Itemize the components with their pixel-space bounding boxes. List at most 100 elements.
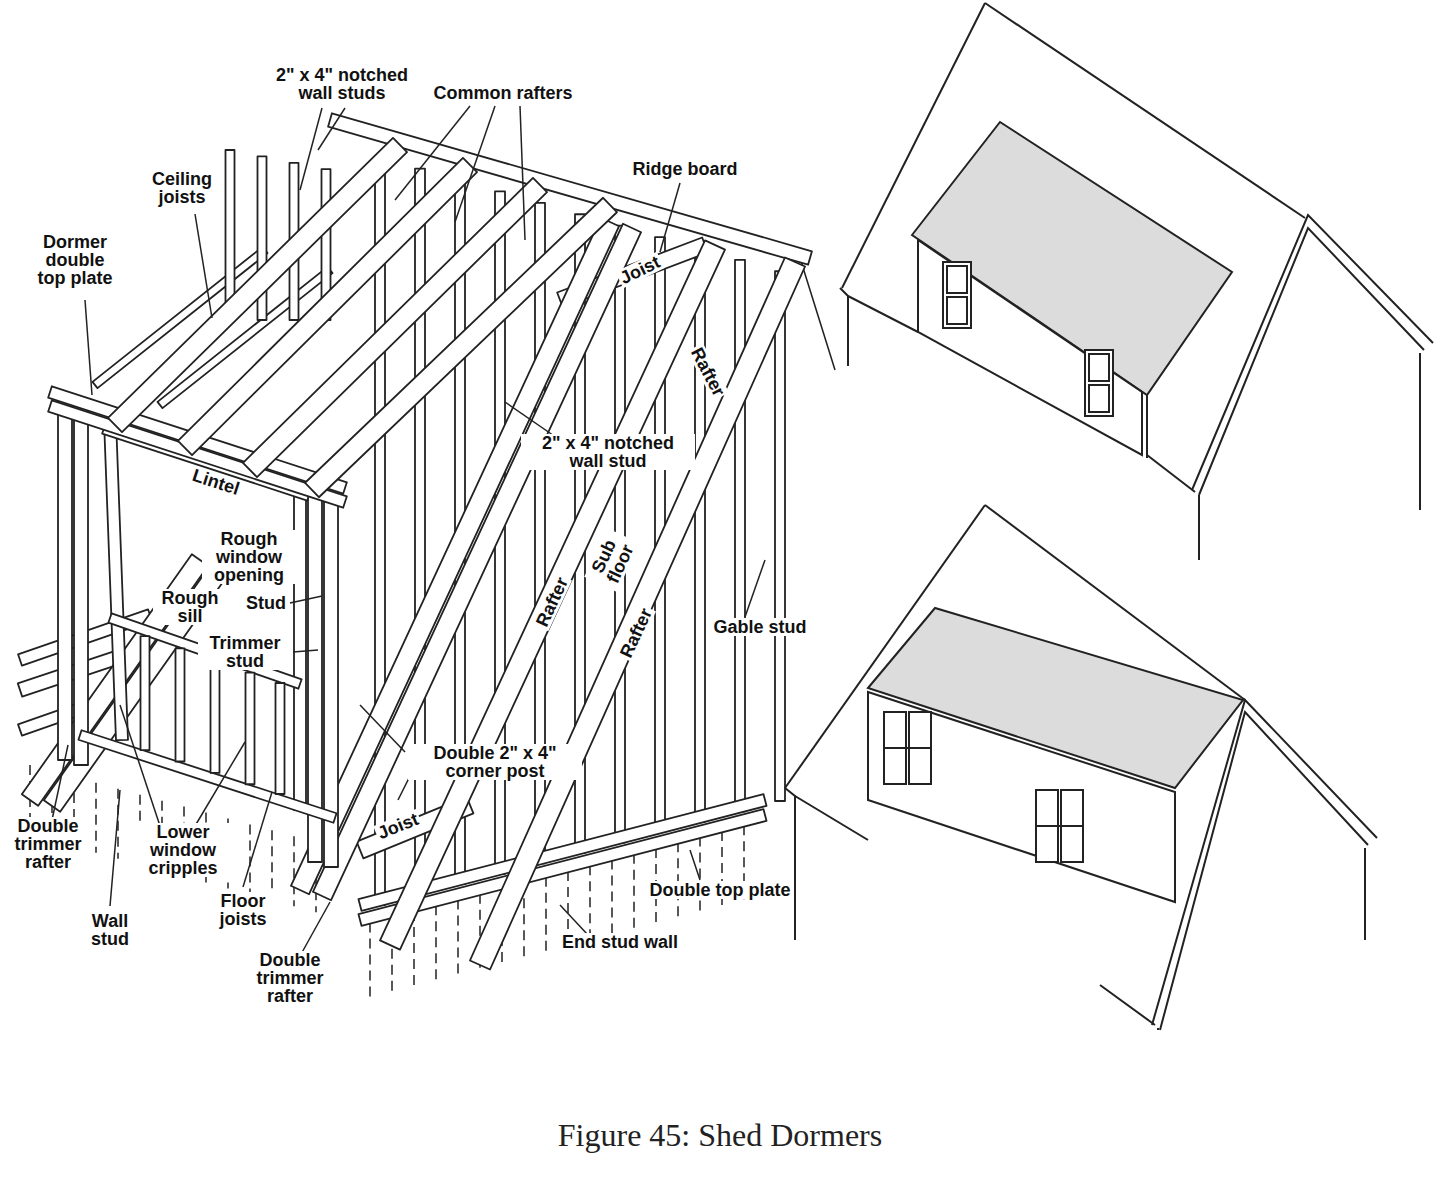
leader-line: [660, 183, 680, 252]
leader-line: [745, 560, 765, 617]
leader-line: [195, 214, 212, 318]
window-cripple: [246, 673, 255, 785]
part-label: Joist: [615, 252, 664, 288]
wall-stud: [415, 169, 425, 895]
house-wall: [785, 788, 795, 940]
gable-edge: [800, 258, 835, 370]
window-cripple: [176, 648, 185, 761]
gable: [1152, 700, 1377, 1025]
trimmer-stud: [104, 420, 128, 740]
part-label: Rough sill: [153, 589, 227, 625]
house-wall: [1419, 353, 1421, 510]
leader-line: [120, 705, 160, 826]
leader-line: [85, 300, 92, 395]
lower-wall-stud: [435, 905, 437, 980]
leader-line: [455, 106, 495, 222]
lower-wall-stud: [249, 824, 251, 894]
lower-wall-stud: [633, 854, 635, 929]
leader-line: [690, 850, 700, 880]
leader-line: [395, 106, 470, 200]
lower-wall-stud: [699, 837, 701, 912]
leader-line: [318, 108, 345, 150]
gable: [1192, 215, 1433, 490]
house-sketches: [785, 3, 1433, 1030]
window-pane: [947, 297, 967, 324]
part-label: Floor joists: [206, 892, 280, 928]
lower-wall-stud: [271, 830, 273, 900]
house-wall: [1198, 495, 1200, 560]
part-label: Double trimmer rafter: [248, 951, 332, 1005]
roof-eave: [1100, 985, 1155, 1025]
part-label: Rafter: [616, 604, 656, 662]
lower-wall-stud: [545, 877, 547, 952]
lower-wall-stud: [95, 783, 97, 853]
window-pane: [947, 266, 967, 293]
lower-wall-stud: [589, 865, 591, 940]
lower-wall-stud: [293, 836, 295, 906]
part-label: Gable stud: [711, 618, 808, 636]
roof-eave: [848, 296, 918, 332]
rafter: [380, 240, 725, 949]
part-label: Dormer double top plate: [28, 233, 122, 287]
lower-wall-stud: [677, 842, 679, 917]
window-cripple: [276, 683, 285, 794]
rafter: [470, 258, 805, 970]
part-label: Lower window cripples: [136, 823, 230, 877]
leader-line: [560, 905, 588, 935]
wall-stud: [735, 260, 745, 812]
house-wall: [1364, 848, 1366, 940]
leader-line: [52, 745, 68, 820]
part-label: Lintel: [188, 465, 243, 498]
part-label: Stud: [244, 594, 288, 612]
leader-line: [243, 792, 272, 887]
window-pane: [1036, 825, 1083, 827]
dormer-front: [868, 692, 1175, 902]
house-wall: [840, 288, 848, 366]
part-label: Trimmer stud: [198, 634, 292, 670]
part-label: Wall stud: [78, 912, 142, 948]
house-wall: [1157, 1028, 1159, 1030]
corner-post: [58, 400, 72, 760]
part-label: Double trimmer rafter: [6, 817, 90, 871]
part-label: Rough window opening: [202, 530, 296, 584]
figure-caption: Figure 45: Shed Dormers: [558, 1117, 882, 1154]
dormer-framing: [18, 113, 835, 997]
part-label: 2" x 4" notched wall studs: [263, 66, 422, 102]
wall-stud: [695, 248, 705, 821]
corner-post: [74, 405, 88, 765]
part-label: 2" x 4" notched wall stud: [521, 434, 695, 470]
common-rafter: [243, 178, 547, 477]
dormer-cheek: [1146, 395, 1148, 458]
wall-stud: [775, 271, 785, 801]
leader-line: [290, 596, 322, 603]
leader-line: [300, 902, 330, 956]
window-cripple: [141, 636, 150, 750]
leader-lines: [52, 106, 765, 956]
leader-line: [110, 790, 120, 906]
window-cripple: [211, 660, 220, 772]
lower-wall-stud: [457, 900, 459, 975]
dormer-front: [918, 240, 1142, 455]
lower-wall-stud: [611, 859, 613, 934]
window: [943, 262, 971, 328]
gable: [1160, 712, 1368, 1030]
part-label: Common rafters: [431, 84, 574, 102]
window-pane: [1089, 354, 1109, 381]
window-pane: [884, 747, 931, 749]
roof-eave: [795, 796, 868, 840]
part-label: Ridge board: [630, 160, 739, 178]
part-label: Sub floor: [584, 528, 639, 592]
leader-line: [293, 650, 318, 652]
part-label: Double 2" x 4" corner post: [408, 744, 582, 780]
part-label: Rafter: [687, 343, 729, 401]
part-label: Double top plate: [648, 881, 793, 899]
part-label: Rafter: [532, 573, 572, 631]
gable: [1199, 228, 1424, 495]
part-label: Joist: [373, 809, 422, 843]
roof-eave: [1147, 455, 1195, 492]
part-label: End stud wall: [560, 933, 680, 951]
window: [1085, 350, 1113, 416]
leader-line: [195, 742, 245, 826]
bottom-plate: [78, 730, 336, 823]
